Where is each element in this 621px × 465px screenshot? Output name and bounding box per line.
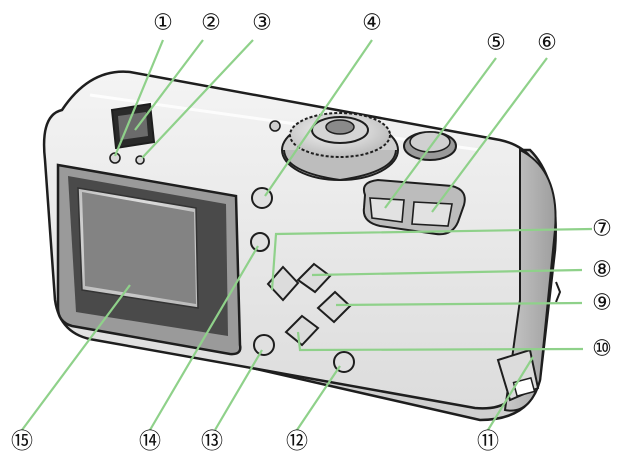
callout-13: ⑬ [201,430,223,455]
callout-8: ⑧ [592,258,612,283]
leader-8 [311,268,583,277]
leader-2 [134,39,204,131]
callout-1: ① [153,11,173,36]
leader-14 [149,245,259,431]
leader-7 [270,227,593,291]
leader-10 [296,331,584,352]
leader-1 [113,39,165,157]
zoom-buttons [362,178,466,236]
callout-2: ② [201,11,221,36]
leader-6 [431,57,548,213]
direction-pad [266,262,352,347]
button-14 [250,232,270,252]
callout-3: ③ [252,11,272,36]
callout-14: ⑭ [139,430,161,455]
leader-4 [264,39,373,197]
lcd-monitor [56,163,242,356]
callout-10: ⑩ [592,337,612,362]
mode-dial [281,112,399,182]
lamp-left [109,152,121,164]
callout-11: ⑪ [477,430,499,455]
speaker-hole [269,120,281,132]
leader-5 [384,57,497,209]
leader-11 [487,356,534,431]
callout-6: ⑥ [537,31,557,56]
callout-labels: ① ② ③ ④ ⑤ ⑥ ⑦ ⑧ ⑨ ⑩ ⑪ ⑫ ⑬ ⑭ ⑮ [11,11,612,455]
callout-5: ⑤ [486,31,506,56]
leader-12 [296,365,341,431]
leader-13 [214,349,263,431]
leader-9 [335,301,583,307]
leader-lines [21,39,593,431]
callout-15: ⑮ [11,430,33,455]
leader-3 [141,39,254,159]
callout-9: ⑨ [592,291,612,316]
callout-12: ⑫ [286,430,308,455]
callout-4: ④ [362,11,382,36]
leader-15 [21,284,131,431]
callout-7: ⑦ [592,217,612,242]
button-13 [253,334,275,356]
